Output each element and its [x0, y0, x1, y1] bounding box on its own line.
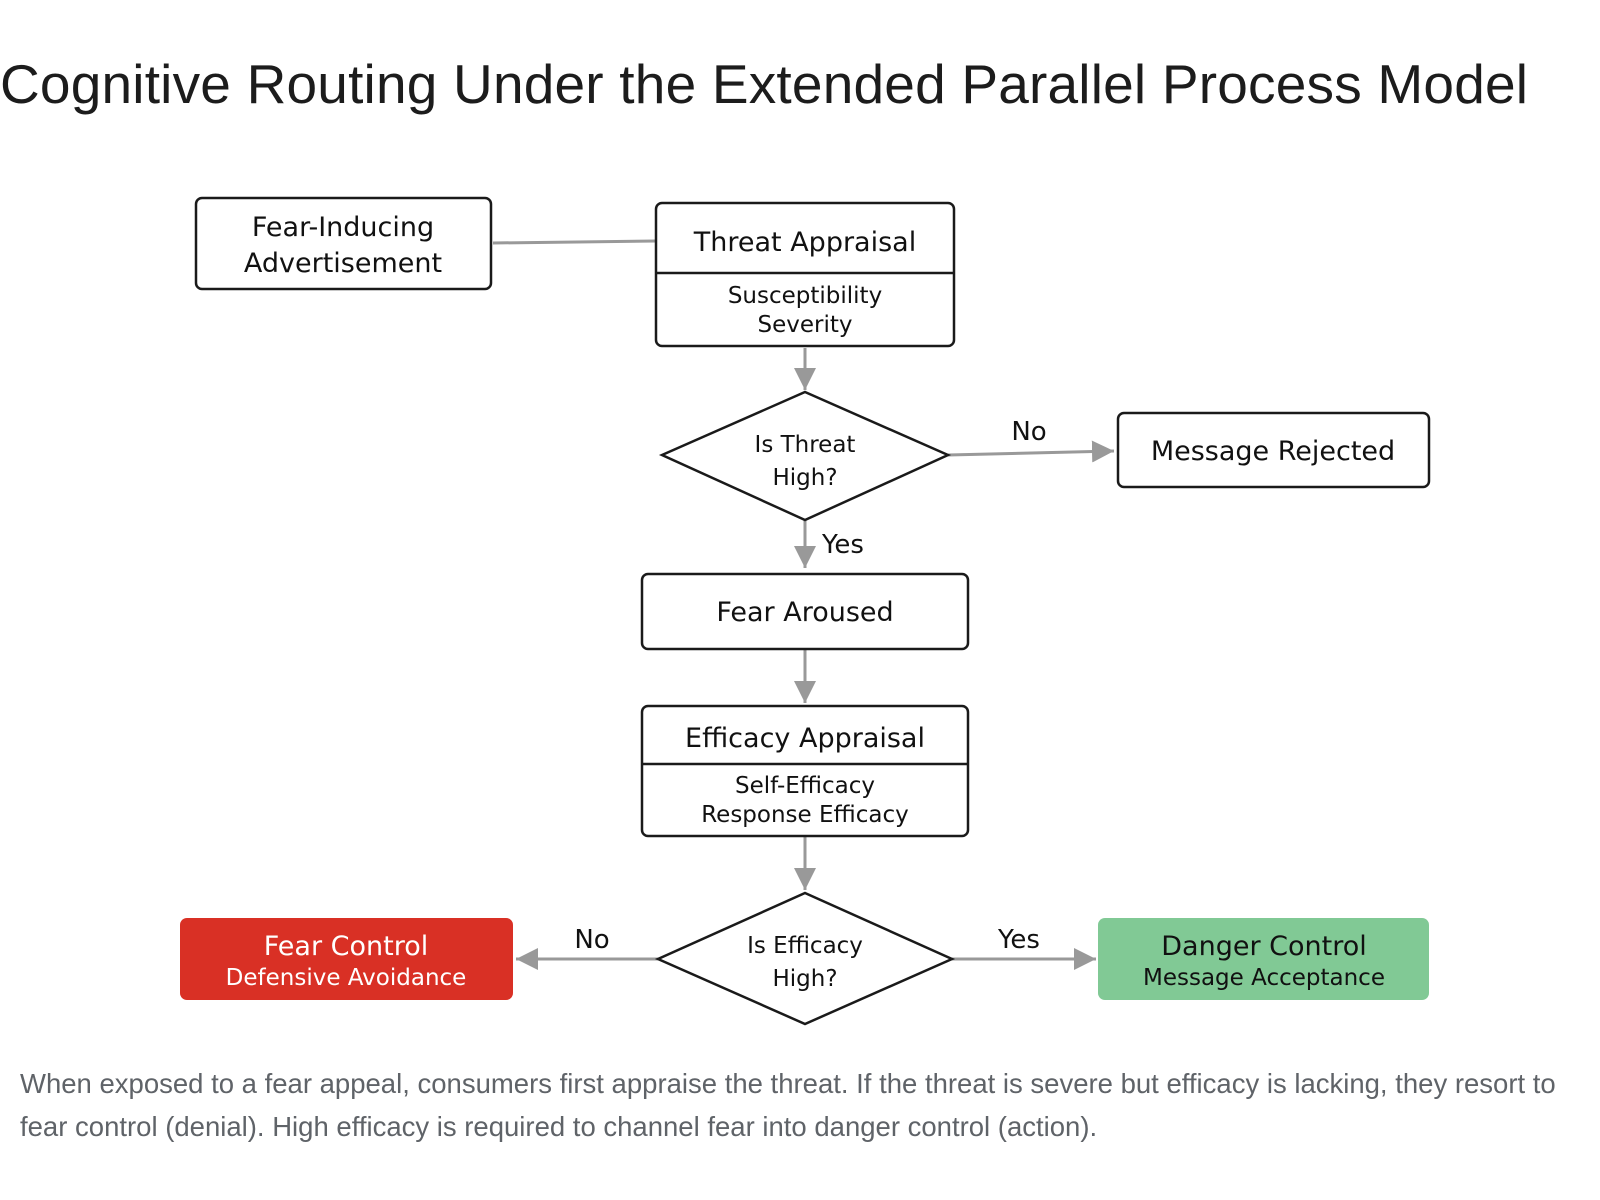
node-threat-title: Threat Appraisal — [693, 227, 916, 258]
node-danger-control-sub: Message Acceptance — [1143, 965, 1385, 991]
flowchart-diagram: No Yes No Yes Fear-Inducing Advertisemen… — [180, 196, 1431, 1026]
node-ad-line-1: Fear-Inducing — [252, 212, 434, 243]
node-fear-aroused-label: Fear Aroused — [716, 597, 893, 628]
node-threat-appraisal: Threat Appraisal Susceptibility Severity — [654, 201, 956, 348]
node-efficacy-title: Efficacy Appraisal — [685, 723, 925, 754]
edge-ad-to-threat — [492, 239, 657, 245]
node-efficacy-decision-line-1: Is Efficacy — [747, 933, 863, 959]
node-efficacy-decision-line-2: High? — [772, 966, 837, 992]
node-threat-sub-2: Severity — [758, 312, 853, 338]
node-ad-line-2: Advertisement — [244, 248, 442, 279]
node-threat-decision-line-2: High? — [772, 465, 837, 491]
edge-threat-no — [947, 440, 1115, 463]
node-efficacy-appraisal: Efficacy Appraisal Self-Efficacy Respons… — [640, 704, 970, 838]
danger-control-box — [1098, 918, 1429, 1000]
node-message-rejected: Message Rejected — [1116, 411, 1431, 489]
edge-label-threat-no: No — [1011, 417, 1046, 447]
edge-label-efficacy-no: No — [574, 925, 609, 955]
edge-label-threat-yes: Yes — [821, 530, 864, 560]
node-threat-sub-1: Susceptibility — [728, 283, 882, 309]
node-fear-control-sub: Defensive Avoidance — [226, 965, 467, 991]
node-danger-control-title: Danger Control — [1161, 931, 1366, 962]
node-efficacy-sub-1: Self-Efficacy — [735, 773, 875, 799]
figure-caption: When exposed to a fear appeal, consumers… — [20, 1068, 1556, 1142]
node-fear-control: Fear Control Defensive Avoidance — [180, 918, 513, 1000]
node-fear-inducing-advertisement: Fear-Inducing Advertisement — [194, 196, 493, 291]
node-efficacy-sub-2: Response Efficacy — [701, 802, 909, 828]
edge-label-efficacy-yes: Yes — [997, 925, 1040, 955]
node-fear-aroused: Fear Aroused — [640, 572, 970, 651]
node-danger-control: Danger Control Message Acceptance — [1098, 918, 1429, 1000]
node-rejected-label: Message Rejected — [1151, 436, 1395, 467]
node-fear-control-title: Fear Control — [264, 931, 429, 962]
node-is-efficacy-high-decision: Is Efficacy High? — [654, 891, 956, 1026]
page-title: Cognitive Routing Under the Extended Par… — [0, 53, 1529, 115]
edges — [492, 239, 1115, 970]
fear-control-box — [180, 918, 513, 1000]
node-is-threat-high-decision: Is Threat High? — [658, 390, 952, 522]
node-threat-decision-line-1: Is Threat — [755, 432, 856, 458]
